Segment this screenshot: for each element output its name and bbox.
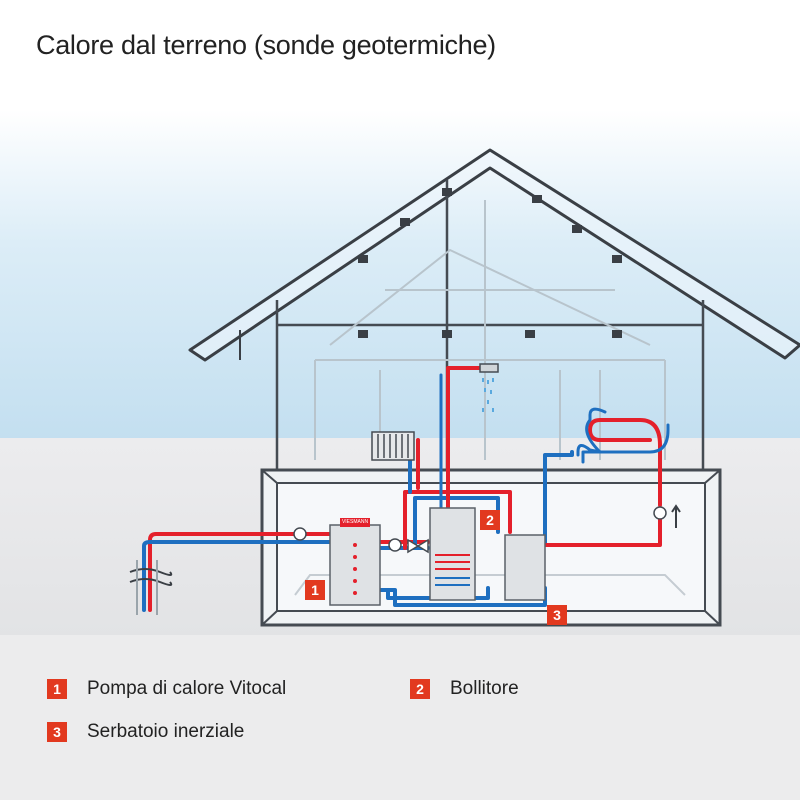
page-title: Calore dal terreno (sonde geotermiche) [36, 30, 496, 60]
legend-item-1: 1 Pompa di calore Vitocal [47, 678, 286, 700]
boiler-tank [429, 507, 476, 601]
legend-item-2: 2 Bollitore [410, 678, 519, 700]
roof-joists [358, 188, 622, 338]
legend-badge-3: 3 [47, 722, 67, 742]
flow-arrow-icon [671, 504, 681, 528]
probe-break-symbol [129, 568, 173, 586]
legend-item-3: 3 Serbatoio inerziale [47, 721, 244, 743]
legend-label-3: Serbatoio inerziale [87, 721, 245, 742]
roof [188, 148, 800, 362]
callout-badge-3: 3 [547, 605, 567, 625]
legend-badge-1: 1 [47, 679, 67, 699]
heat-pump-unit [329, 518, 381, 606]
legend-label-1: Pompa di calore Vitocal [87, 678, 287, 699]
valve-icon [407, 538, 429, 554]
callout-badge-1: 1 [305, 580, 325, 600]
circulation-pump-icon [293, 506, 667, 552]
shower-head [479, 363, 499, 412]
brand-mark: VIESMANN [341, 519, 369, 525]
probe-hot-pipe [148, 532, 332, 612]
legend-background [0, 635, 800, 800]
radiator [371, 431, 415, 461]
legend-badge-2: 2 [410, 679, 430, 699]
buffer-tank [504, 534, 546, 601]
probe-cold-pipe [142, 540, 332, 612]
legend-label-2: Bollitore [450, 678, 519, 699]
callout-badge-2: 2 [480, 510, 500, 530]
